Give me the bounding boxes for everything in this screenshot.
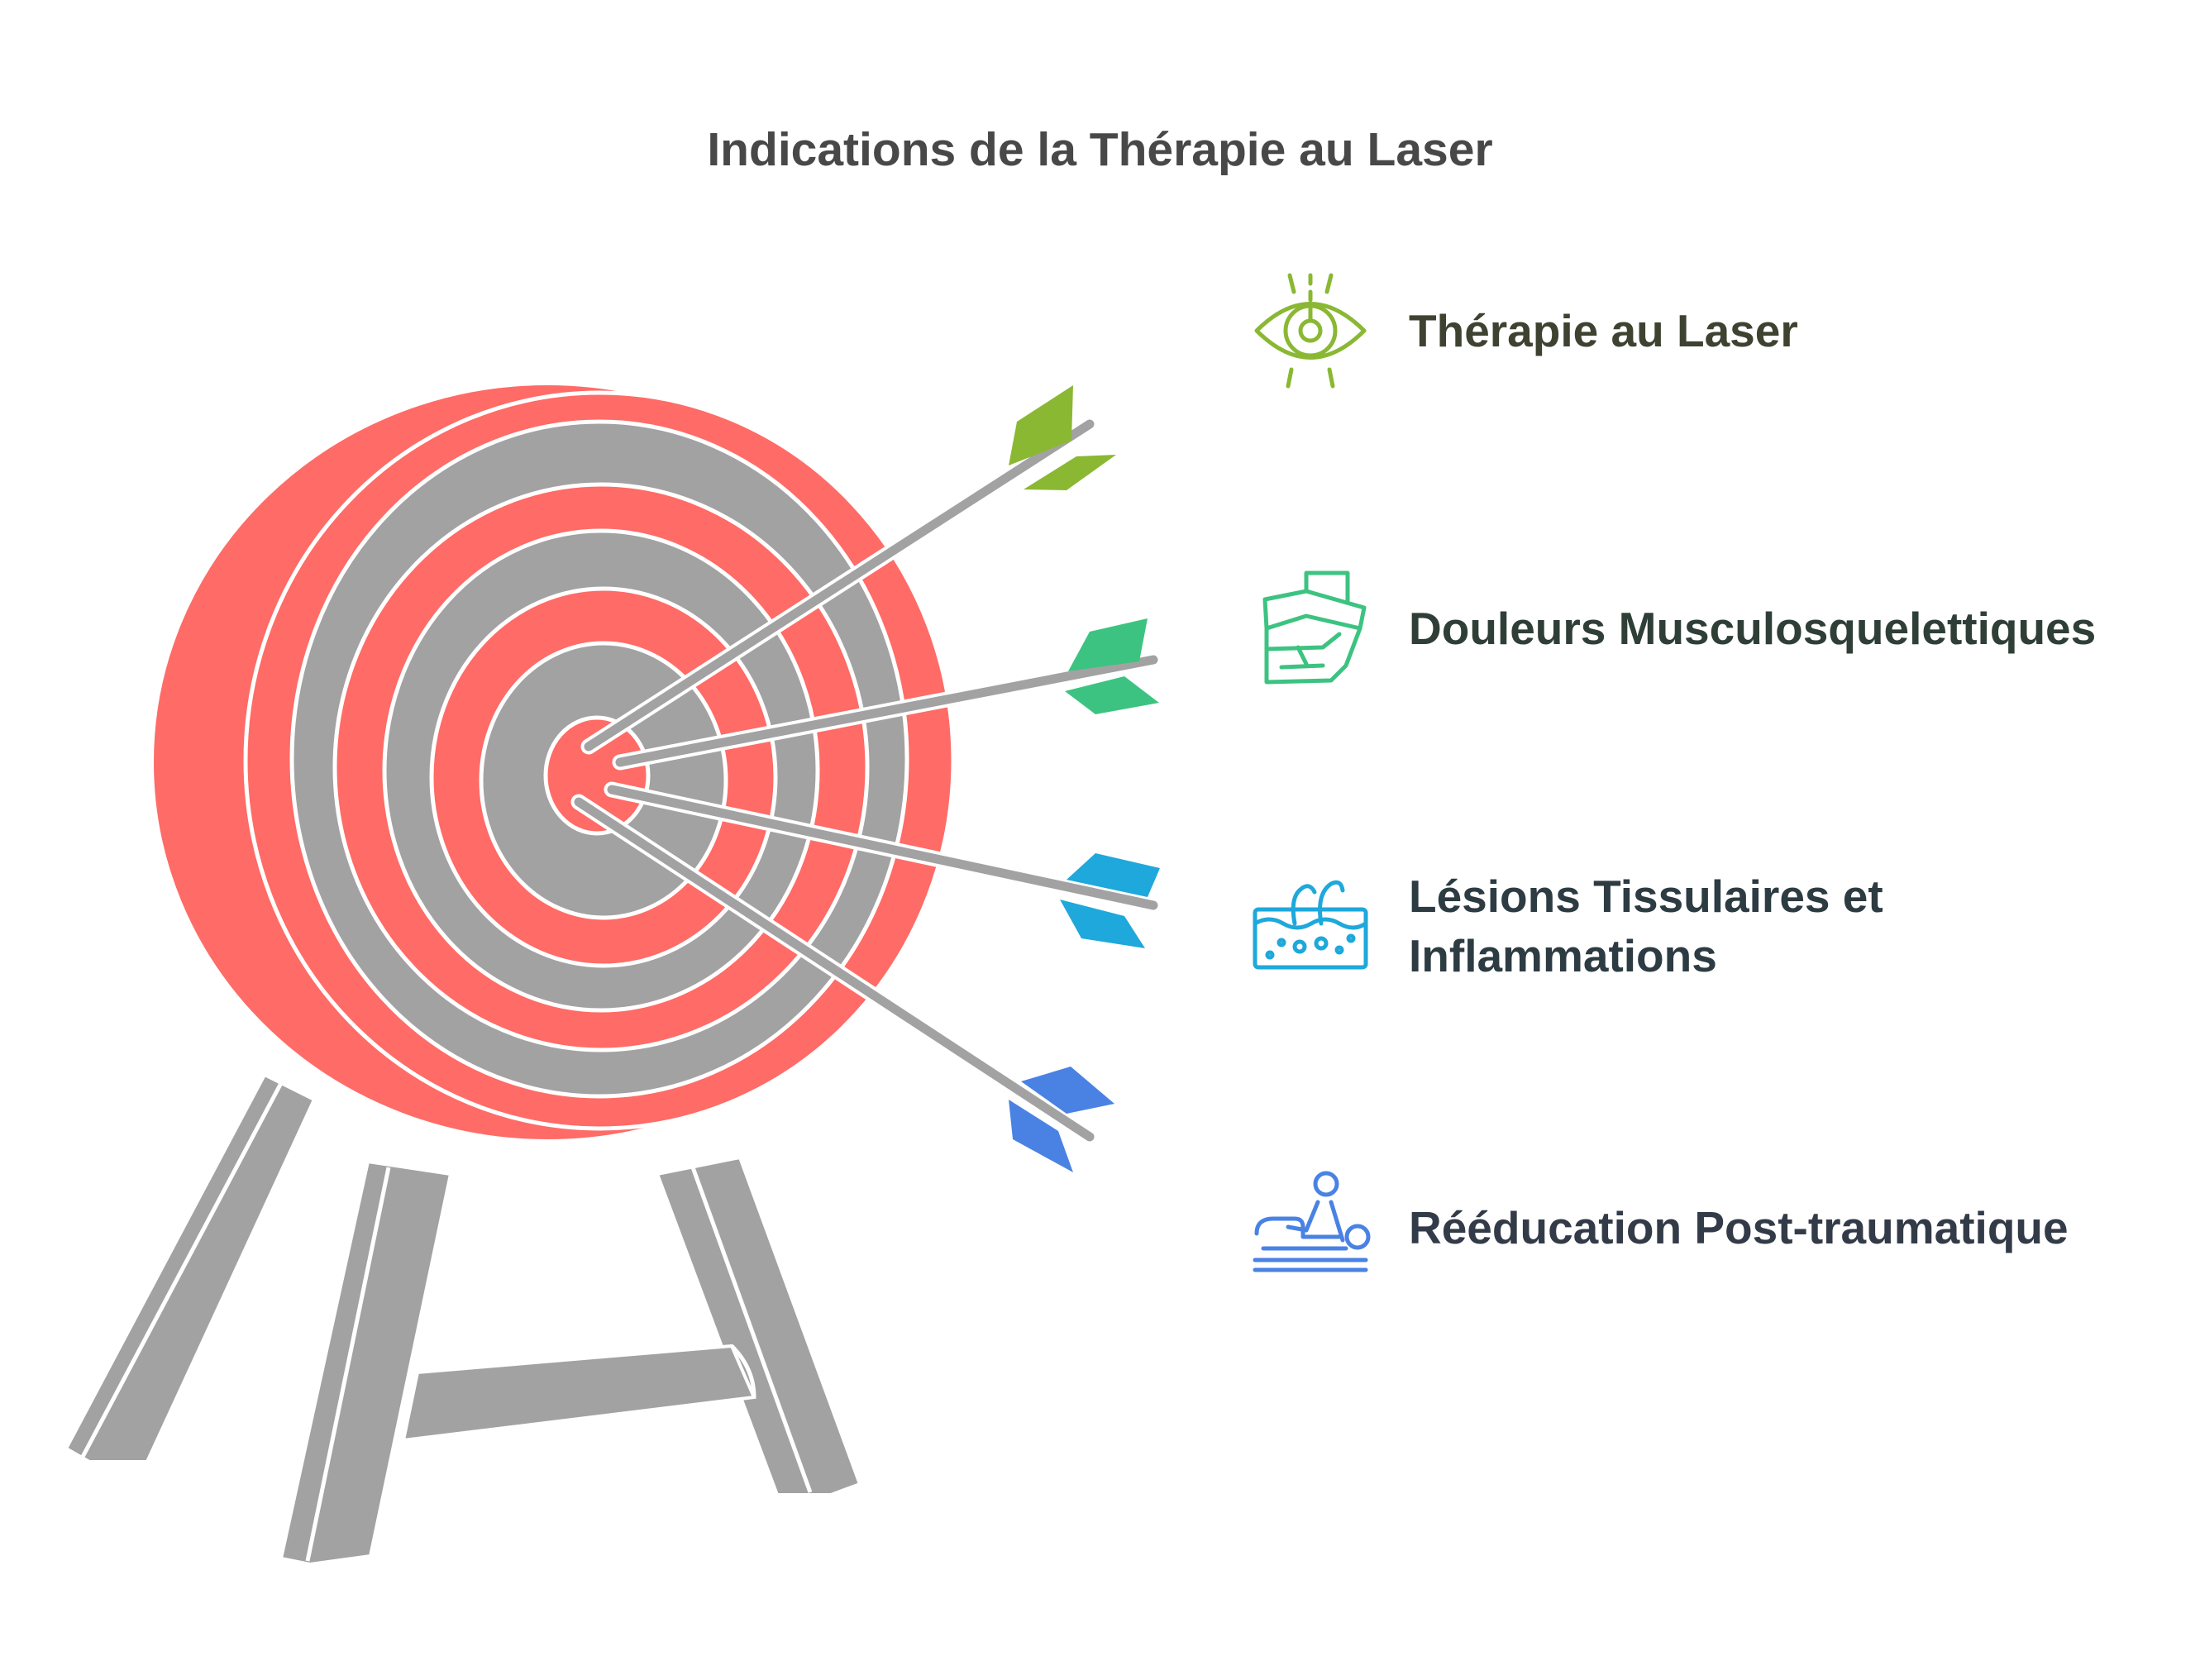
arrow-fletching xyxy=(1068,618,1148,671)
arrow-fletching xyxy=(1065,676,1159,714)
arrow-fletching xyxy=(1024,455,1116,490)
legend-item-musculoskeletal-pain: Douleurs Musculosquelettiques xyxy=(1248,566,2169,690)
arrow-blue xyxy=(570,794,1114,1172)
stand-crossbar xyxy=(401,1344,756,1443)
skin-tissue-icon xyxy=(1253,880,1368,970)
arrow-green-lime xyxy=(580,385,1116,755)
stand-leg-right xyxy=(655,1155,862,1496)
legend-label: Lésions Tissulaires et Inflammations xyxy=(1409,871,1883,981)
legend-label: Rééducation Post-traumatique xyxy=(1409,1202,2069,1253)
legend-item-post-traumatic-rehab: Rééducation Post-traumatique xyxy=(1248,1166,2169,1290)
target-stand xyxy=(64,1072,862,1567)
legend-label: Douleurs Musculosquelettiques xyxy=(1409,603,2097,654)
legend-item-laser-therapy: Thérapie au Laser xyxy=(1248,269,2169,393)
stand-leg-center xyxy=(279,1159,453,1567)
legend-item-tissue-injuries: Lésions Tissulaires et Inflammations xyxy=(1248,864,2169,988)
arrow-fletching xyxy=(1009,385,1073,465)
laser-eye-icon xyxy=(1254,273,1367,389)
legend-label: Thérapie au Laser xyxy=(1409,305,1798,356)
arrow-green xyxy=(612,618,1162,771)
arrow-cyan xyxy=(604,781,1162,948)
arrow-fletching xyxy=(1067,853,1160,897)
target-face xyxy=(243,390,956,1131)
arrow-fletching xyxy=(1021,1067,1114,1114)
page-title: Indications de la Thérapie au Laser xyxy=(707,123,1493,176)
stand-leg-left xyxy=(64,1072,317,1463)
arrow-fletching xyxy=(1060,900,1145,948)
bandaged-arm-icon xyxy=(1262,570,1367,685)
arrow-fletching xyxy=(1009,1100,1073,1172)
physiotherapy-massage-icon xyxy=(1253,1171,1371,1272)
